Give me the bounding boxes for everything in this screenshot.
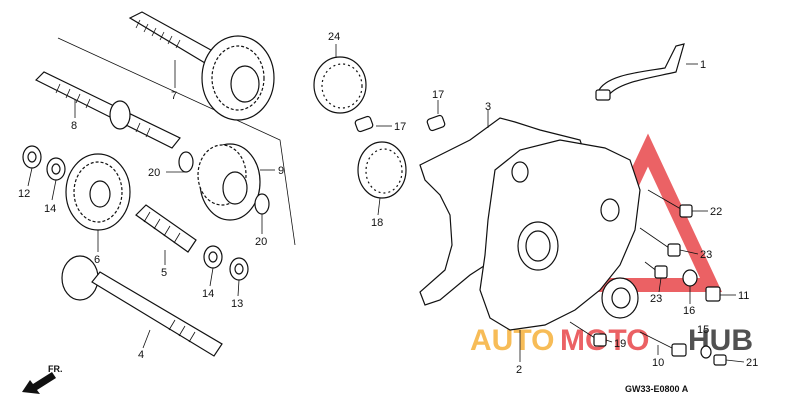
- callout-23-right: 23: [700, 249, 712, 261]
- part-1-breather-tube: [595, 43, 685, 101]
- callout-24: 24: [328, 31, 340, 43]
- callout-7: 7: [171, 90, 177, 102]
- part-16-washer: [682, 269, 698, 287]
- callout-3: 3: [485, 101, 491, 113]
- part-20-circlip-upper: [178, 151, 194, 173]
- callout-19: 19: [614, 338, 626, 350]
- bolts: [569, 189, 727, 366]
- callout-14-upper: 14: [44, 203, 56, 215]
- callout-20-left: 20: [148, 167, 160, 179]
- callout-15: 15: [697, 324, 709, 336]
- part-6-gear: [65, 153, 131, 231]
- callout-23-left: 23: [650, 293, 662, 305]
- front-direction-arrow: [22, 372, 56, 394]
- callout-10: 10: [652, 357, 664, 369]
- part-2-transmission-cover: [479, 139, 641, 331]
- part-8-countershaft: [34, 71, 181, 149]
- part-5-gear-shaft: [135, 204, 197, 253]
- part-17-dowel-pins: [354, 114, 446, 133]
- callout-16: 16: [683, 305, 695, 317]
- callout-13: 13: [231, 298, 243, 310]
- callout-5: 5: [161, 267, 167, 279]
- part-9-double-gear: [197, 143, 261, 221]
- callout-18: 18: [371, 217, 383, 229]
- callout-8: 8: [71, 120, 77, 132]
- leader-lines: [27, 44, 745, 363]
- drawing-code: GW33-E0800 A: [625, 384, 689, 394]
- callout-9: 9: [278, 165, 284, 177]
- part-4-final-shaft: [61, 255, 223, 357]
- callout-2: 2: [516, 364, 522, 376]
- callout-17-right: 17: [432, 89, 444, 101]
- callout-1: 1: [700, 59, 706, 71]
- callout-20-right: 20: [255, 236, 267, 248]
- washers-and-circlips: [22, 145, 270, 281]
- part-15-oil-seal: [601, 277, 639, 319]
- callout-21: 21: [746, 357, 758, 369]
- arrow-left-icon: [22, 372, 56, 394]
- part-20-circlip-lower: [254, 193, 270, 215]
- callout-11: 11: [738, 290, 749, 302]
- callout-4: 4: [138, 349, 144, 361]
- part-18-bearing: [357, 141, 407, 199]
- callout-6: 6: [94, 254, 100, 266]
- watermark-word-hub: HUB: [688, 324, 753, 357]
- callout-22: 22: [710, 206, 722, 218]
- callout-numbers: 1 2 3 4 5 6 7 8 9 10 11 12 13 14 14 15 1…: [18, 31, 758, 376]
- callout-14-lower: 14: [202, 288, 214, 300]
- front-direction-label: FR.: [48, 364, 63, 374]
- assembly-bracket-line: [57, 37, 296, 246]
- part-7-shaft-gear: [128, 11, 275, 121]
- part-24-bearing: [313, 56, 367, 114]
- callout-17-left: 17: [394, 121, 406, 133]
- callout-12: 12: [18, 188, 30, 200]
